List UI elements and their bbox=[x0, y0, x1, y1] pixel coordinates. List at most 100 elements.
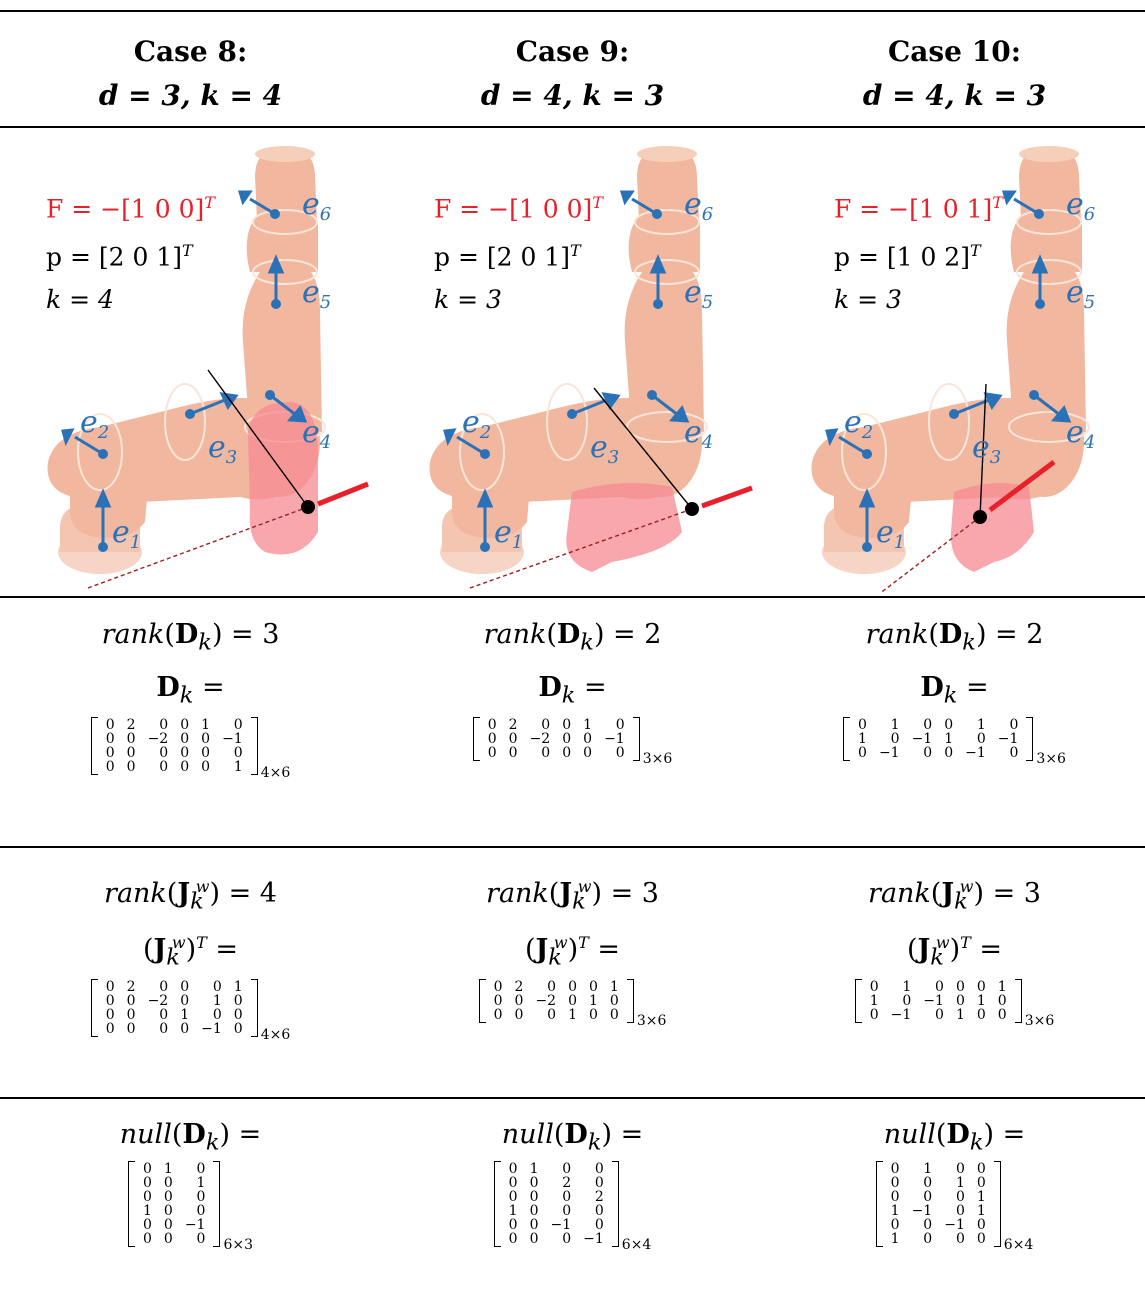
matrix-entry: 0 bbox=[890, 1175, 900, 1192]
joint-label-e5: e5 bbox=[684, 275, 713, 313]
rank-d: rank(Dk) = 3 bbox=[101, 619, 280, 656]
matrix-entry: 0 bbox=[126, 1020, 136, 1037]
matrix-dimension: 3×6 bbox=[1036, 750, 1066, 767]
case-title: Case 10: bbox=[887, 35, 1022, 68]
matrix-entry: −2 bbox=[529, 730, 551, 747]
matrix-entry: 0 bbox=[923, 1175, 933, 1192]
matrix-entry: 0 bbox=[180, 758, 190, 775]
matrix-entry: 1 bbox=[976, 992, 986, 1009]
matrix-entry: −1 bbox=[201, 1020, 222, 1037]
header-rule bbox=[0, 126, 1145, 128]
matrix-entry: 0 bbox=[105, 1020, 115, 1037]
matrix-entry: 0 bbox=[955, 1189, 965, 1206]
matrix-entry: 0 bbox=[508, 1231, 518, 1248]
k-label: k = 4 bbox=[46, 284, 114, 314]
matrix-entry: −1 bbox=[911, 1203, 933, 1220]
matrix-dimension: 3×6 bbox=[642, 750, 673, 767]
matrix-entry: 0 bbox=[976, 1006, 986, 1023]
case-header: Case 9:d = 4, k = 3 bbox=[382, 30, 763, 118]
matrix-entry: 0 bbox=[201, 744, 211, 761]
matrix-entry: 1 bbox=[890, 1231, 900, 1248]
case-title: Case 9: bbox=[515, 35, 630, 68]
joint-label-e6: e6 bbox=[684, 187, 713, 225]
matrix-entry: −1 bbox=[997, 730, 1019, 747]
matrix-entry: 1 bbox=[976, 1203, 986, 1220]
matrix-entry: 0 bbox=[890, 1189, 900, 1206]
matrix-entry: 0 bbox=[858, 716, 867, 733]
matrix-entry: 0 bbox=[529, 1175, 539, 1192]
matrix-entry: 0 bbox=[529, 1217, 539, 1234]
matrix-entry: 0 bbox=[976, 1175, 986, 1192]
matrix-entry: 0 bbox=[955, 1161, 965, 1178]
force-label: F = −[1 0 1]T bbox=[834, 193, 1003, 224]
matrix-entry: 0 bbox=[163, 1175, 173, 1192]
matrix-entry: 1 bbox=[955, 1175, 965, 1192]
matrix-entry: −1 bbox=[890, 1006, 912, 1023]
matrix-entry: 0 bbox=[562, 1189, 572, 1206]
matrix-entry: 1 bbox=[890, 716, 900, 733]
top-rule bbox=[0, 10, 1145, 12]
matrix-entry: 0 bbox=[142, 1189, 152, 1206]
matrix-entry: 0 bbox=[163, 1217, 173, 1234]
matrix-entry: 0 bbox=[902, 992, 912, 1009]
matrix-entry: 1 bbox=[180, 1006, 190, 1023]
matrix-entry: 0 bbox=[142, 1175, 152, 1192]
point-label: p = [2 0 1]T bbox=[46, 241, 193, 272]
matrix-entry: −2 bbox=[147, 992, 169, 1009]
matrix-entry: 0 bbox=[508, 744, 518, 761]
matrix-entry: 1 bbox=[869, 992, 879, 1009]
joint-label-e2: e2 bbox=[462, 405, 491, 443]
matrix-entry: 0 bbox=[583, 730, 593, 747]
matrix-entry: 0 bbox=[923, 716, 933, 733]
rank-j: rank(Jkw) = 4 bbox=[104, 877, 277, 915]
matrix-entry: 0 bbox=[562, 744, 572, 761]
matrix-entry: 0 bbox=[508, 1217, 518, 1234]
matrix-entry: −1 bbox=[965, 744, 986, 761]
matrix-entry: 1 bbox=[529, 1161, 539, 1178]
matrix-entry: 0 bbox=[609, 992, 619, 1009]
matrix-entry: 0 bbox=[1009, 744, 1019, 761]
matrix-entry: 0 bbox=[529, 1189, 539, 1206]
matrix-entry: 0 bbox=[159, 744, 169, 761]
null-d-equals: null(Dk) = bbox=[501, 1119, 644, 1156]
rank-j: rank(Jkw) = 3 bbox=[868, 877, 1041, 915]
matrix-entry: 0 bbox=[142, 1231, 152, 1248]
matrix-entry: 0 bbox=[568, 978, 577, 995]
d-equals: Dk = bbox=[920, 672, 989, 709]
matrix-entry: −1 bbox=[583, 1231, 604, 1248]
matrix-entry: 1 bbox=[923, 1161, 933, 1178]
matrix-entry: 0 bbox=[935, 1006, 944, 1023]
matrix-entry: 0 bbox=[529, 1203, 539, 1220]
case-header: Case 8:d = 3, k = 4 bbox=[0, 30, 381, 118]
matrix-entry: 0 bbox=[180, 978, 190, 995]
matrix-entry: 2 bbox=[508, 716, 518, 733]
matrix-entry: 0 bbox=[180, 716, 190, 733]
matrix-entry: 0 bbox=[105, 758, 115, 775]
matrix-entry: 0 bbox=[159, 758, 169, 775]
matrix-entry: 0 bbox=[159, 978, 169, 995]
figure-rule bbox=[0, 596, 1145, 598]
joint-label-e4: e4 bbox=[1066, 415, 1095, 453]
matrix-entry: 0 bbox=[589, 1006, 598, 1023]
matrix-dimension: 3×6 bbox=[636, 1012, 667, 1029]
point-label: p = [2 0 1]T bbox=[434, 241, 581, 272]
matrix-dimension: 3×6 bbox=[1024, 1012, 1055, 1029]
matrix-entry: −2 bbox=[535, 992, 557, 1009]
matrix-entry: 0 bbox=[105, 730, 115, 747]
matrix-entry: 0 bbox=[508, 1161, 518, 1178]
matrix-entry: 0 bbox=[1009, 716, 1019, 733]
joint-label-e2: e2 bbox=[844, 405, 873, 443]
matrix-entry: 0 bbox=[493, 1006, 503, 1023]
null-d-equals: null(Dk) = bbox=[883, 1119, 1026, 1156]
matrix-entry: 0 bbox=[547, 1006, 557, 1023]
matrix-entry: 0 bbox=[163, 1189, 173, 1206]
joint-label-e2: e2 bbox=[80, 405, 109, 443]
matrix-entry: 1 bbox=[609, 978, 619, 995]
